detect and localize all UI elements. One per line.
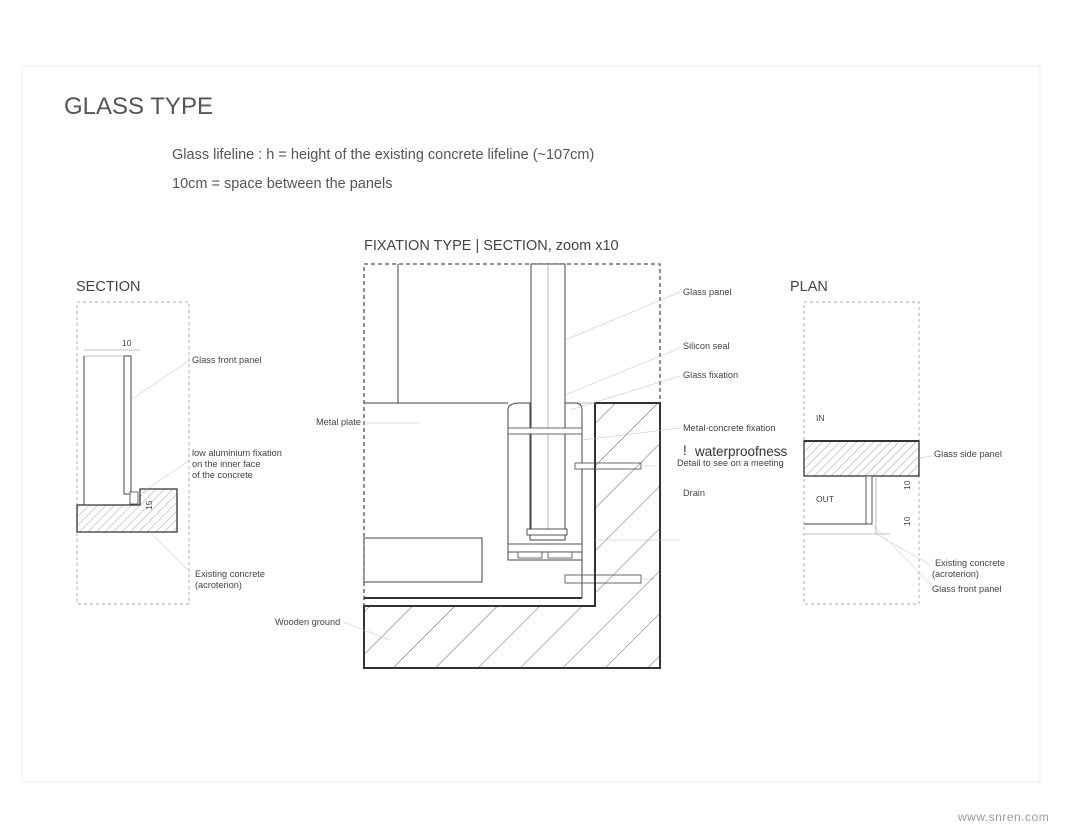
plan-dim-2: 10: [902, 516, 912, 526]
label-glass-panel: Glass panel: [683, 287, 732, 297]
label-plan-glass-side-panel: Glass side panel: [934, 449, 1002, 459]
section-aluminium-fixation: [129, 491, 139, 505]
fixation-bottom-plate: [507, 543, 583, 553]
sheet-frame: [21, 65, 1041, 783]
plan-glass-front-panel: [865, 475, 873, 525]
label-section-fixation-3: of the concrete: [192, 470, 253, 480]
label-plan-glass-front-panel: Glass front panel: [932, 584, 1001, 594]
note-lifeline: Glass lifeline : h = height of the exist…: [172, 147, 594, 163]
label-wooden-ground: Wooden ground: [275, 617, 340, 627]
fixation-view: FIXATION TYPE | SECTION, zoom x10: [275, 238, 788, 669]
watermark: www.snren.com: [957, 810, 1049, 824]
plan-view: PLAN IN OUT 10 10 Glass side panel Exist…: [790, 279, 1005, 605]
section-dim-side: 15: [144, 500, 154, 510]
plan-in-label: IN: [816, 413, 825, 423]
section-heading: SECTION: [76, 279, 140, 295]
label-drain: Drain: [683, 488, 705, 498]
label-metal-plate: Metal plate: [316, 417, 361, 427]
label-section-glass-front-panel: Glass front panel: [192, 355, 261, 365]
label-section-concrete-2: (acroterion): [195, 580, 242, 590]
waterproofness-warning-mark: !: [683, 443, 687, 458]
section-glass-panel: [123, 355, 132, 495]
plan-dim-1: 10: [902, 480, 912, 490]
note-panel-space: 10cm = space between the panels: [172, 176, 392, 192]
bolt-1: [507, 427, 583, 435]
section-view: SECTION 10 15 Glass front panel low alum…: [76, 279, 282, 605]
section-concrete: [76, 488, 178, 533]
page-title: GLASS TYPE: [64, 93, 213, 120]
fixation-foot-left: [517, 551, 543, 559]
section-frame: [76, 301, 190, 605]
label-section-concrete-1: Existing concrete: [195, 569, 265, 579]
label-plan-concrete-2: (acroterion): [932, 569, 979, 579]
label-silicon-seal: Silicon seal: [683, 341, 729, 351]
label-section-fixation-1: low aluminium fixation: [192, 448, 282, 458]
fixation-heading: FIXATION TYPE | SECTION, zoom x10: [364, 238, 619, 254]
plan-out-label: OUT: [816, 494, 834, 504]
label-detail-note: Detail to see on a meeting: [677, 458, 784, 468]
fixation-metal-plate: [363, 537, 483, 583]
plan-heading: PLAN: [790, 279, 828, 295]
label-glass-fixation: Glass fixation: [683, 370, 738, 380]
fixation-foot-right: [547, 551, 573, 559]
fixation-glass-base: [526, 528, 568, 536]
plan-glass-side-panel: [803, 440, 920, 477]
label-plan-concrete-1: Existing concrete: [935, 558, 1005, 568]
label-section-fixation-2: on the inner face: [192, 459, 260, 469]
section-dim-top: 10: [122, 338, 132, 348]
label-waterproofness: waterproofness: [694, 444, 788, 459]
label-metal-concrete-fixation: Metal-concrete fixation: [683, 423, 775, 433]
fixation-concrete: [363, 402, 661, 669]
fixation-channel: [507, 402, 583, 561]
